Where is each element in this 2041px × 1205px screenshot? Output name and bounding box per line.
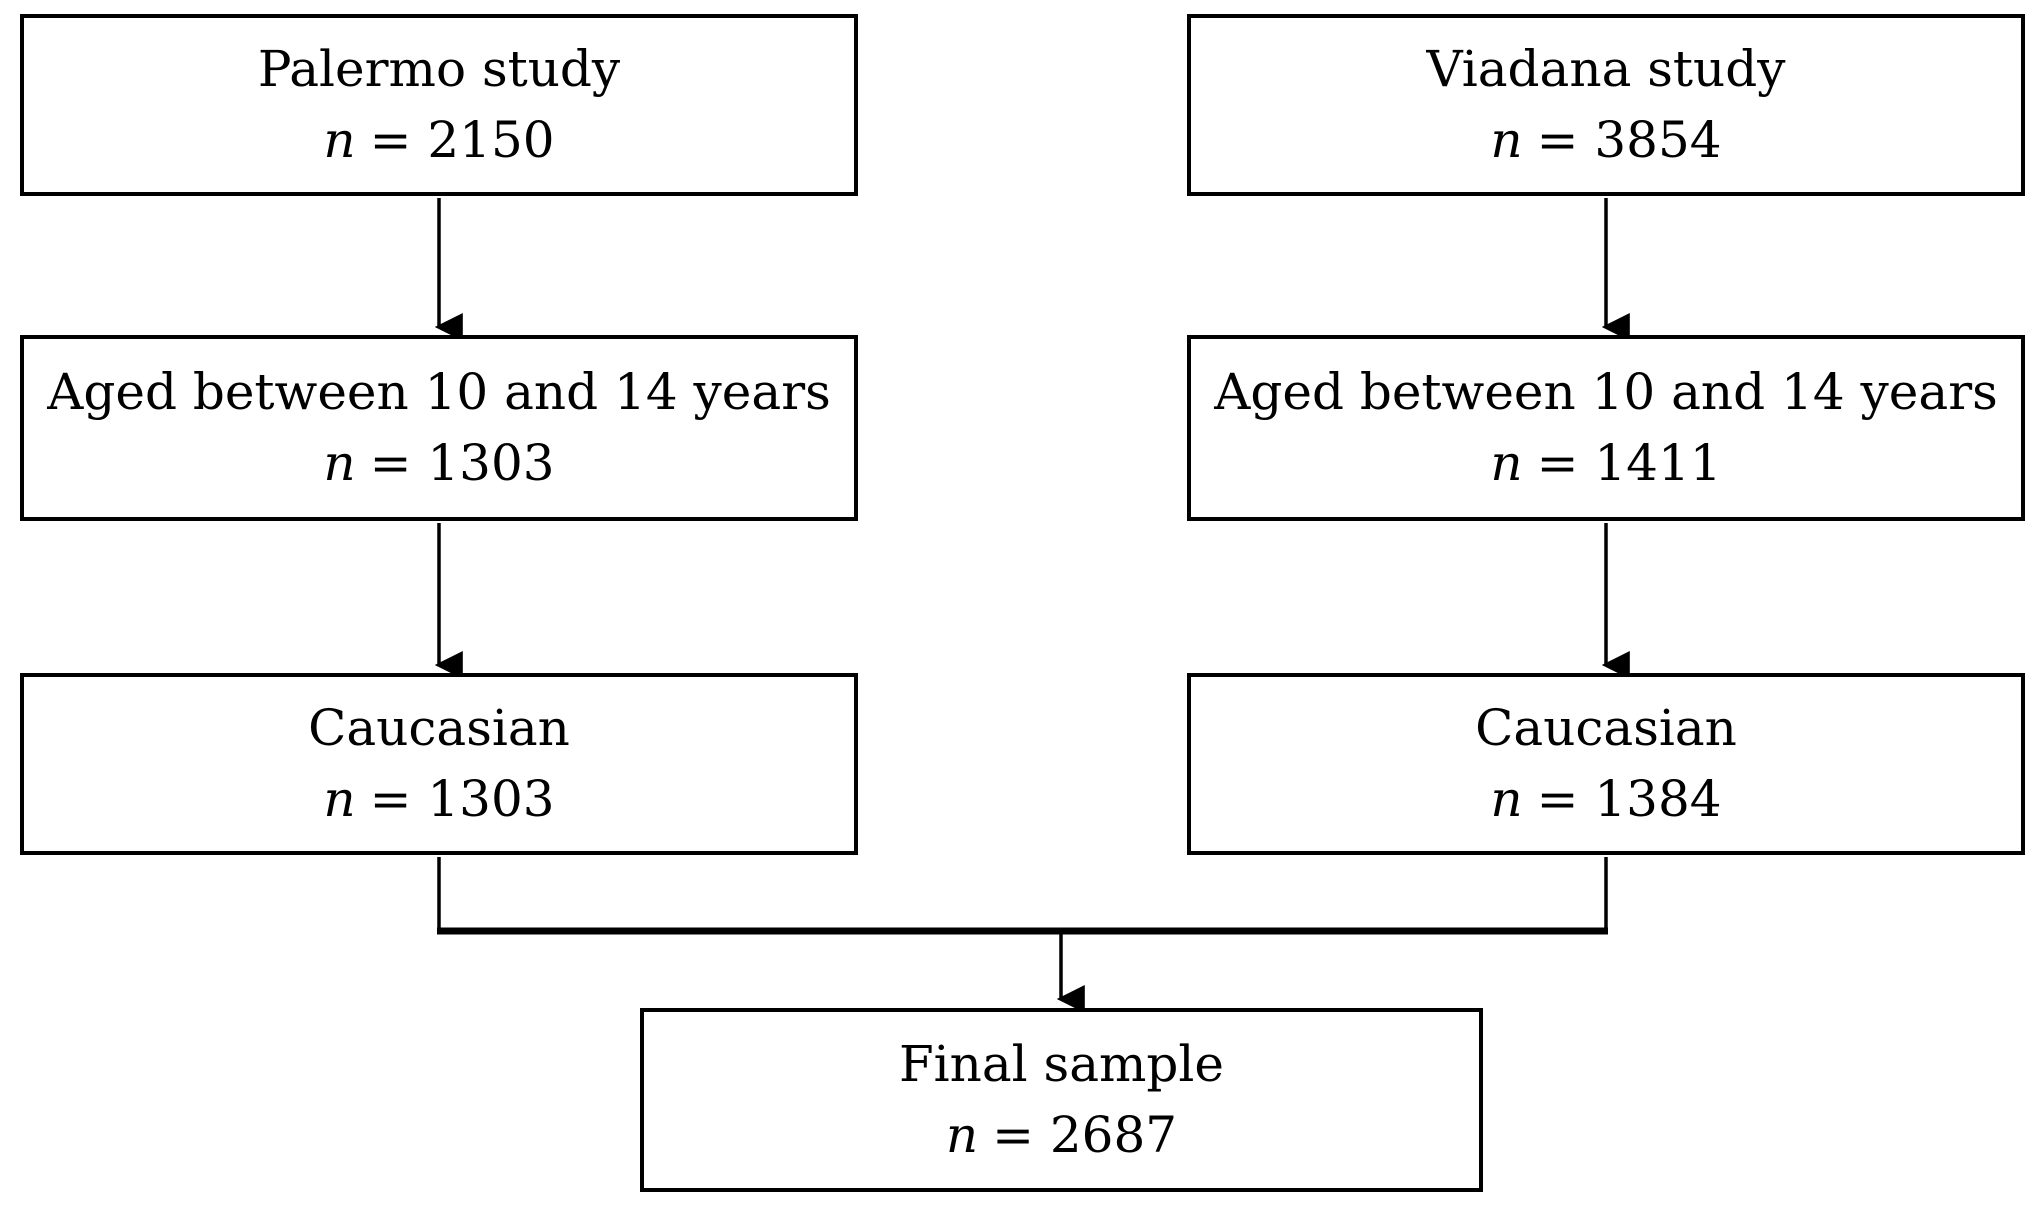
n-value: = 1411 bbox=[1536, 434, 1722, 492]
sample-size-line: n= 1411 bbox=[1490, 428, 1721, 499]
box-title: Final sample bbox=[898, 1035, 1225, 1093]
box-palermo-caucasian: Caucasian n= 1303 bbox=[20, 673, 858, 855]
n-variable: n bbox=[323, 434, 356, 492]
box-title: Caucasian bbox=[308, 699, 570, 757]
box-title: Aged between 10 and 14 years bbox=[1214, 363, 1998, 421]
box-viadana-caucasian: Caucasian n= 1384 bbox=[1187, 673, 2025, 855]
n-variable: n bbox=[945, 1106, 979, 1164]
box-title: Viadana study bbox=[1426, 40, 1786, 98]
n-value: = 2687 bbox=[992, 1106, 1178, 1164]
n-variable: n bbox=[1490, 111, 1523, 169]
sample-size-line: n= 1303 bbox=[323, 428, 554, 499]
box-title: Aged between 10 and 14 years bbox=[47, 363, 831, 421]
n-value: = 1303 bbox=[369, 434, 555, 492]
n-value: = 1303 bbox=[369, 770, 555, 828]
n-variable: n bbox=[1490, 434, 1523, 492]
sample-size-line: n= 3854 bbox=[1490, 105, 1721, 176]
n-variable: n bbox=[323, 111, 356, 169]
box-palermo-aged-10-14: Aged between 10 and 14 years n= 1303 bbox=[20, 335, 858, 521]
box-title: Caucasian bbox=[1475, 699, 1737, 757]
n-variable: n bbox=[323, 770, 356, 828]
sample-size-line: n= 2687 bbox=[946, 1100, 1177, 1171]
box-viadana-aged-10-14: Aged between 10 and 14 years n= 1411 bbox=[1187, 335, 2025, 521]
n-value: = 1384 bbox=[1536, 770, 1722, 828]
box-palermo-study: Palermo study n= 2150 bbox=[20, 14, 858, 196]
sample-size-line: n= 2150 bbox=[323, 105, 554, 176]
box-title: Palermo study bbox=[257, 40, 621, 98]
sample-size-line: n= 1303 bbox=[323, 764, 554, 835]
n-variable: n bbox=[1490, 770, 1523, 828]
box-final-sample: Final sample n= 2687 bbox=[640, 1008, 1483, 1192]
sample-size-line: n= 1384 bbox=[1490, 764, 1721, 835]
n-value: = 2150 bbox=[369, 111, 555, 169]
box-viadana-study: Viadana study n= 3854 bbox=[1187, 14, 2025, 196]
n-value: = 3854 bbox=[1536, 111, 1722, 169]
